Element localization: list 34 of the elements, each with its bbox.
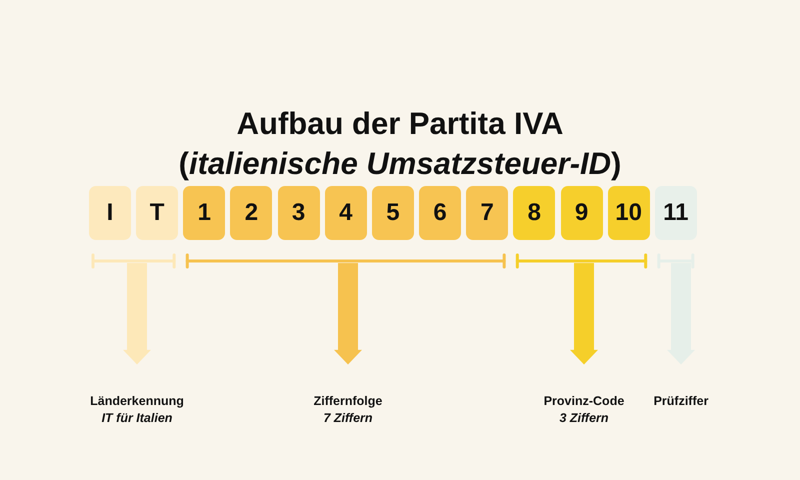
character-tile <box>513 186 556 240</box>
tile-character: 10 <box>615 199 642 227</box>
tile-character: 2 <box>244 199 258 227</box>
tile-character: 3 <box>292 199 306 227</box>
tile-character: T <box>150 199 164 227</box>
segment-description: 3 Ziffern <box>558 410 610 427</box>
segment-description: IT für Italien <box>100 410 174 427</box>
character-tile <box>466 186 508 240</box>
segment-name: Länderkennung <box>89 393 185 410</box>
tile-character: 9 <box>574 199 588 227</box>
tile-character: 4 <box>339 199 352 227</box>
character-tile <box>136 186 178 240</box>
tile-character: 7 <box>480 199 494 227</box>
tile-character: I <box>106 199 114 227</box>
segment-description: 7 Ziffern <box>322 410 374 427</box>
character-tile <box>324 186 367 240</box>
arrow <box>123 263 151 364</box>
tile-character: 1 <box>198 199 211 227</box>
tile-character: 8 <box>528 199 542 227</box>
segment-name: Ziffernfolge <box>312 393 384 410</box>
character-tile <box>608 186 650 240</box>
character-tile <box>230 186 272 240</box>
tile-character: 6 <box>433 199 447 227</box>
tile-character: 11 <box>663 199 688 227</box>
title: Aufbau der Partita IVA (italienische Umsatzsteuer-ID) <box>178 105 622 183</box>
character-tile <box>183 186 226 240</box>
tile-character: 5 <box>386 199 400 227</box>
arrow <box>334 263 362 364</box>
character-tile <box>89 186 131 240</box>
character-tile <box>278 186 320 240</box>
character-tile <box>372 186 414 240</box>
character-tile <box>560 186 602 240</box>
character-tile <box>419 186 462 240</box>
arrow <box>570 263 598 364</box>
